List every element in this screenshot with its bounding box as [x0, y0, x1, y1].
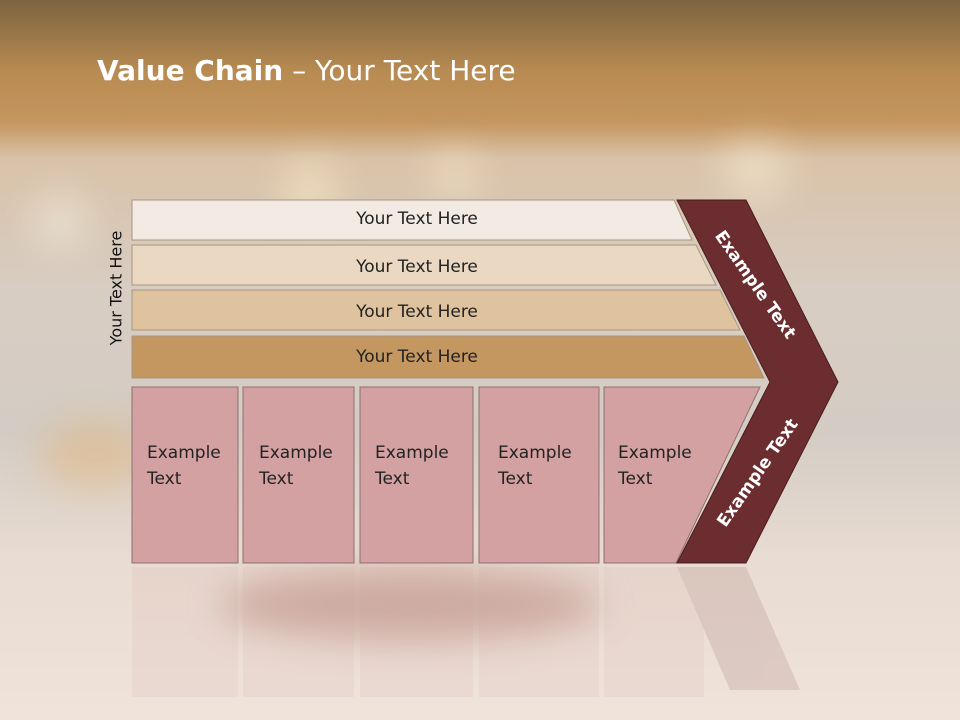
support-bar-label: Your Text Here	[356, 302, 478, 322]
bokeh-light	[430, 150, 480, 200]
reflection	[132, 567, 800, 697]
activity-box	[603, 386, 761, 564]
support-bar	[131, 335, 765, 379]
bokeh-light	[720, 140, 790, 200]
margin-chevron	[676, 199, 839, 564]
activity-box	[131, 386, 239, 564]
gavel-base-shadow	[220, 570, 600, 640]
support-bar-label: Your Text Here	[356, 347, 478, 367]
activity-box	[478, 386, 600, 564]
support-bar	[131, 199, 693, 241]
slide-title: Value Chain – Your Text Here	[97, 54, 516, 87]
support-bar	[131, 289, 741, 331]
bokeh-light	[30, 190, 90, 250]
support-bar-label: Your Text Here	[356, 257, 478, 277]
support-bar-label: Your Text Here	[356, 209, 478, 229]
activity-box	[359, 386, 474, 564]
support-bar	[131, 244, 717, 286]
activity-box	[242, 386, 355, 564]
